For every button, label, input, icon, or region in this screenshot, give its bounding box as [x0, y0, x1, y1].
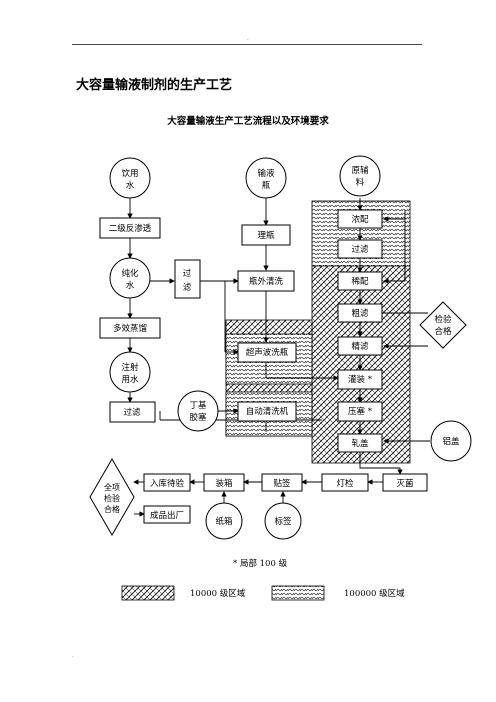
filtration-label: 过滤: [351, 244, 369, 255]
node-butyl-stopper: [177, 390, 219, 432]
flowchart-title: 大容量输液生产工艺流程以及环境要求: [167, 116, 329, 127]
infusion-bottle-label-1: 输液: [257, 168, 275, 179]
header-dot: .: [247, 35, 249, 42]
wfi-label-1: 注射: [121, 362, 139, 373]
sterilize-label: 灭菌: [396, 478, 413, 489]
full-inspect-label-2: 检验: [104, 493, 120, 503]
node-purified-water: [109, 257, 151, 299]
auto-washer-label: 自动清洗机: [246, 406, 289, 417]
box-bottle-wash: [237, 270, 295, 292]
box-capping: [337, 433, 383, 453]
box-dilute-prep: [337, 271, 383, 291]
purified-water-label-2: 水: [126, 280, 135, 291]
legend-label-10000: 10000 级区域: [190, 588, 246, 599]
legend-label-100000: 100000 级区域: [344, 588, 405, 599]
box-sterilize: [382, 473, 428, 492]
stoppering-label: 压塞 *: [348, 406, 373, 417]
inspect-qualified-label-1: 检验: [434, 314, 452, 325]
filter-a-label-2: 滤: [183, 282, 192, 293]
fine-filter-label: 精滤: [351, 341, 369, 352]
footer-dot: .: [72, 652, 74, 659]
box-coarse-filter: [337, 303, 383, 323]
box-warehouse: [143, 473, 191, 492]
node-carton: [205, 502, 243, 540]
box-fine-filter: [337, 336, 383, 356]
bottle-wash-label: 瓶外清洗: [249, 276, 284, 287]
box-ro: [99, 217, 161, 239]
full-inspect-label-1: 全项: [104, 482, 120, 492]
box-filter-b: [109, 401, 156, 423]
filter-a-label-1: 过: [183, 268, 192, 279]
box-ultrasonic: [237, 342, 297, 363]
butyl-stopper-label-1: 丁基: [189, 400, 207, 411]
box-light-inspect: [321, 473, 369, 492]
box-boxing: [203, 473, 245, 492]
product-out-label: 成品出厂: [150, 510, 184, 521]
capping-label: 轧盖: [351, 438, 369, 449]
header-rule: [72, 44, 422, 45]
box-filling: [337, 369, 383, 390]
drinking-water-label-1: 饮用: [121, 168, 138, 179]
node-label: [264, 502, 302, 540]
box-conc-prep: [337, 209, 383, 229]
coarse-filter-label: 粗滤: [351, 308, 369, 319]
conc-prep-label: 浓配: [351, 215, 369, 225]
ro-label: 二级反渗透: [109, 223, 152, 234]
node-wfi: [109, 351, 151, 393]
zone-10000-main: [311, 265, 411, 464]
box-labeling: [261, 473, 303, 492]
inspect-qualified-label-2: 合格: [434, 326, 452, 337]
purified-water-label-1: 纯化: [121, 268, 139, 279]
box-sorting-bottle: [241, 224, 291, 246]
raw-materials-label-2: 料: [356, 177, 365, 188]
multi-still-label: 多效蒸馏: [113, 323, 147, 334]
document-title: 大容量输液制剂的生产工艺: [76, 78, 233, 93]
raw-materials-label-1: 原辅: [351, 165, 369, 176]
ultrasonic-label: 超声波洗瓶: [246, 347, 289, 358]
sorting-bottle-label: 理瓶: [257, 230, 275, 241]
filling-label: 灌装 *: [348, 374, 373, 385]
aluminum-cap-label: 铝盖: [442, 436, 460, 447]
wfi-label-2: 用水: [121, 374, 139, 385]
label-label: 标签: [274, 516, 292, 527]
dilute-prep-label: 稀配: [351, 276, 369, 287]
node-aluminum-cap: [430, 420, 472, 462]
box-auto-washer: [237, 401, 297, 422]
box-filter-a: [174, 259, 201, 299]
box-multi-still: [99, 317, 161, 339]
legend-swatch-10000: [121, 585, 175, 601]
carton-label: 纸箱: [215, 516, 233, 527]
box-product-out: [143, 505, 191, 524]
box-filtration: [337, 239, 383, 259]
node-raw-materials: [339, 155, 381, 197]
node-drinking-water: [109, 157, 151, 199]
box-stoppering: [337, 401, 383, 422]
legend-note: * 局部 100 级: [233, 558, 288, 569]
full-inspect-label-3: 合格: [104, 504, 120, 514]
light-inspect-label: 灯检: [336, 478, 354, 489]
labeling-label: 贴签: [273, 478, 291, 489]
node-infusion-bottle: [245, 157, 287, 199]
drinking-water-label-2: 水: [126, 180, 135, 191]
legend-swatch-100000: [271, 585, 325, 601]
filter-b-label: 过滤: [123, 407, 141, 418]
warehouse-label: 入库待验: [150, 478, 185, 489]
butyl-stopper-label-2: 胶塞: [189, 412, 207, 423]
diamond-full-inspect: [89, 458, 135, 536]
boxing-label: 装箱: [215, 478, 233, 489]
infusion-bottle-label-2: 瓶: [262, 180, 271, 191]
diamond-inspect-qualified: [419, 301, 467, 349]
